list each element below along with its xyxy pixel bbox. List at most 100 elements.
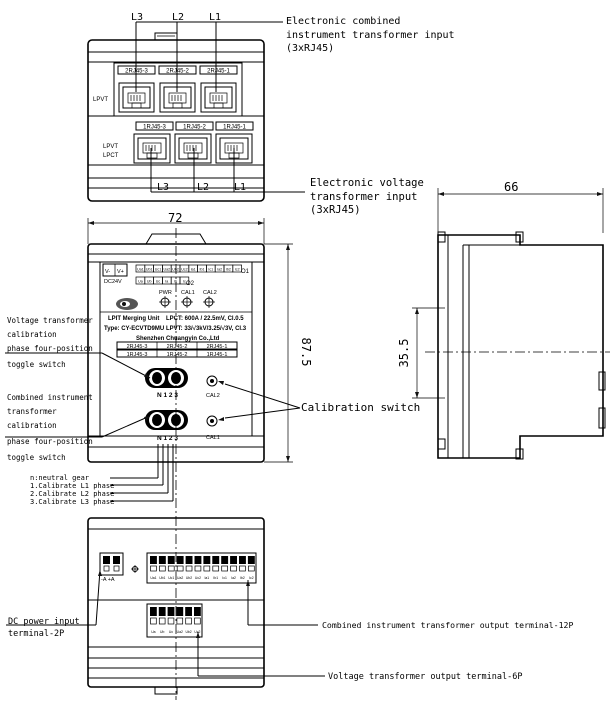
terminal-label: Uc1 bbox=[168, 576, 174, 580]
terminal-label: Ub1 bbox=[159, 576, 165, 580]
front-terminal-label: Ic bbox=[183, 280, 186, 284]
led-cal2-icon bbox=[203, 296, 215, 308]
top-view-body bbox=[87, 39, 265, 202]
terminal-label: Ia2 bbox=[231, 576, 236, 580]
vt-toggle-switch[interactable] bbox=[145, 368, 188, 388]
dc-power-terminal[interactable] bbox=[99, 552, 124, 576]
rj45-jack[interactable] bbox=[200, 82, 237, 113]
terminal-slot bbox=[194, 617, 201, 625]
label-lpvt: LPVT bbox=[93, 97, 108, 103]
svg-text:Combined instrument: Combined instrument bbox=[7, 393, 93, 402]
callout-combined-output: Combined instrument transformer output t… bbox=[322, 620, 573, 630]
callout-vt-switch: Voltage transformer calibration phase fo… bbox=[7, 316, 93, 369]
terminal-slot bbox=[203, 565, 211, 572]
upper-jack-label: 2RJ45-1 bbox=[207, 69, 230, 75]
front-terminal-label: Ib bbox=[174, 280, 177, 284]
top-view: LPVT 2RJ45-3 2RJ45-2 2RJ45-1 bbox=[87, 12, 305, 202]
label-v-minus: V- bbox=[105, 269, 110, 275]
rj45-jack[interactable] bbox=[133, 133, 171, 164]
bottom-leaders: L3 L2 L1 bbox=[150, 148, 305, 193]
terminal-label: Ua1 bbox=[150, 576, 156, 580]
svg-text:calibration: calibration bbox=[7, 330, 57, 339]
lpct-spec: LPCT: 600A / 22.5mV, Cl.0.5 bbox=[166, 316, 244, 322]
label-cal2-knob: CAL2 bbox=[206, 393, 220, 399]
svg-text:Electronic combined: Electronic combined bbox=[286, 16, 400, 27]
led-cal1-icon bbox=[181, 296, 193, 308]
terminal-label: Uc2 bbox=[195, 576, 201, 580]
dim-width: 72 bbox=[168, 211, 182, 225]
side-view-outline bbox=[437, 234, 604, 459]
front-terminal-label: Uc1 bbox=[155, 268, 161, 272]
label-cal1-knob: CAL1 bbox=[206, 435, 220, 441]
dc-terminal-label: -A +A bbox=[101, 577, 115, 583]
terminal-screw bbox=[167, 607, 175, 616]
terminal-slot bbox=[230, 565, 237, 572]
label-o1: O1 bbox=[241, 269, 250, 275]
phase-label-l3-bottom: L3 bbox=[157, 182, 169, 193]
terminal-slot bbox=[158, 617, 166, 625]
svg-text:DC power input: DC power input bbox=[8, 617, 80, 627]
terminal-screw bbox=[176, 607, 184, 616]
ct-toggle-switch[interactable] bbox=[145, 410, 188, 430]
switch-leaders bbox=[5, 352, 301, 438]
svg-text:3.Calibrate L3 phase: 3.Calibrate L3 phase bbox=[30, 498, 114, 506]
svg-text:1RJ45-1: 1RJ45-1 bbox=[207, 352, 228, 358]
terminal-label: Ia1 bbox=[204, 576, 209, 580]
cal1-knob-icon[interactable] bbox=[206, 415, 218, 427]
unit-type: Type: CY-ECVTD9MU bbox=[104, 326, 164, 332]
side-view: 66 35.5 bbox=[397, 180, 610, 460]
svg-text:2RJ45-3: 2RJ45-3 bbox=[127, 344, 148, 350]
unit-name: LPIT Merging Unit bbox=[108, 316, 159, 322]
label-v-plus: V+ bbox=[117, 269, 124, 275]
lower-jack-label: 1RJ45-3 bbox=[143, 125, 166, 131]
terminal-label: Ib1 bbox=[213, 576, 218, 580]
phase-label-l2: L2 bbox=[172, 12, 184, 23]
terminal-label: Ua2 bbox=[177, 630, 183, 634]
front-terminal-label: Ia1 bbox=[191, 268, 196, 272]
front-terminal-label: Ua2 bbox=[164, 268, 171, 272]
terminal-screw bbox=[167, 556, 175, 564]
front-terminal-label: Ic2 bbox=[235, 268, 240, 272]
terminal-slot bbox=[150, 617, 157, 625]
svg-text:transformer input: transformer input bbox=[310, 191, 417, 203]
svg-text:terminal-2P: terminal-2P bbox=[8, 629, 64, 639]
svg-text:2RJ45-2: 2RJ45-2 bbox=[167, 344, 188, 350]
ground-icon bbox=[131, 565, 139, 573]
lower-jack-label: 1RJ45-2 bbox=[183, 125, 206, 131]
svg-text:2RJ45-1: 2RJ45-1 bbox=[207, 344, 228, 350]
bottom-clip bbox=[154, 686, 178, 695]
front-terminal-label: Ib1 bbox=[200, 268, 205, 272]
svg-text:instrument transformer input: instrument transformer input bbox=[286, 30, 455, 41]
terminal-slot bbox=[185, 617, 192, 625]
led-pwr-icon bbox=[159, 296, 171, 308]
terminal-slot bbox=[185, 565, 193, 572]
lower-jack-labels: 1RJ45-3 1RJ45-2 1RJ45-1 bbox=[135, 121, 254, 131]
lower-jack-label: 1RJ45-1 bbox=[223, 125, 246, 131]
label-cal1: CAL1 bbox=[181, 290, 195, 296]
svg-text:2.Calibrate L2 phase: 2.Calibrate L2 phase bbox=[30, 490, 114, 498]
dim-height: 87.5 bbox=[299, 338, 313, 367]
terminal-screw bbox=[185, 607, 192, 616]
terminal-screw bbox=[239, 556, 246, 564]
ct-switch-positions: N 1 2 3 bbox=[157, 435, 178, 442]
front-terminal-label: Ub1 bbox=[146, 268, 153, 272]
label-dc24v: DC24V bbox=[104, 279, 122, 285]
terminal-screw bbox=[158, 607, 166, 616]
logo-icon bbox=[116, 298, 138, 310]
front-terminal-cell bbox=[232, 264, 242, 273]
terminal-label: Ua bbox=[151, 630, 155, 634]
svg-text:n:neutral gear: n:neutral gear bbox=[30, 474, 89, 482]
front-terminal-label: Uc bbox=[156, 280, 161, 284]
vt-switch-positions: N 1 2 3 bbox=[157, 392, 178, 399]
terminal-slot bbox=[176, 617, 184, 625]
cal2-knob-icon[interactable] bbox=[206, 375, 218, 387]
upper-jack-label: 2RJ45-3 bbox=[125, 69, 148, 75]
front-jack-labels: 2RJ45-3 2RJ45-2 2RJ45-1 1RJ45-3 1RJ45-2 … bbox=[116, 341, 238, 358]
rj45-jack[interactable] bbox=[174, 133, 212, 164]
top-leaders: L3 L2 L1 bbox=[131, 12, 283, 92]
terminal-slot bbox=[221, 565, 228, 572]
